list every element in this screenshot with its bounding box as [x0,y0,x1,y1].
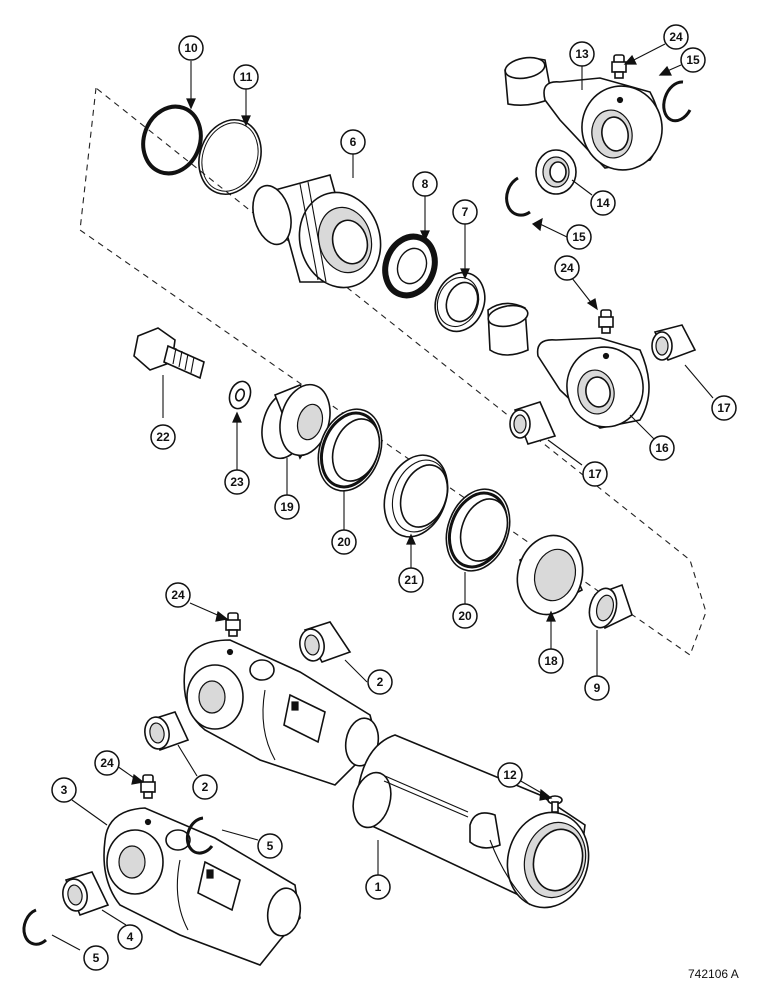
part-24-grease-fitting-top [611,54,627,79]
callout-label: 13 [575,47,589,61]
callout-19: 19 [274,494,300,520]
callout-label: 11 [240,70,253,84]
callout-label: 5 [267,839,274,853]
callout-13: 13 [569,41,595,67]
callout-label: 10 [184,41,198,55]
callout-label: 1 [375,880,382,894]
part-22-bolt [133,327,205,380]
callout-label: 14 [596,196,610,210]
callout-label: 17 [717,401,731,415]
callout-label: 2 [202,780,209,794]
callout-label: 24 [669,30,683,44]
part-20-piston-seal-lower [445,488,511,572]
part-5-retaining-ring-lower [22,908,48,946]
part-16-piston-rod [487,302,650,429]
callout-4: 4 [117,924,143,950]
part-24-grease-fitting-rod-end [140,774,156,799]
callout-2-lower: 2 [192,774,218,800]
part-18-piston [516,534,584,616]
callout-24-barrel: 24 [165,582,191,608]
part-21-wear-ring [383,454,449,538]
callout-7: 7 [452,199,478,225]
callout-20-lower: 20 [452,603,478,629]
part-15-retaining-ring-lower [505,176,531,217]
figure-number: 742106 A [688,967,739,981]
callout-22: 22 [150,424,176,450]
callout-label: 6 [350,135,357,149]
part-1-barrel-tube [352,734,590,909]
callout-label: 7 [462,205,469,219]
callout-label: 18 [544,654,558,668]
part-5-retaining-ring-upper [185,816,214,855]
callout-14: 14 [590,190,616,216]
callout-label: 8 [422,177,429,191]
part-24-grease-fitting-mid [598,309,614,334]
part-14-bushing [535,149,577,195]
leader-lines [51,43,714,951]
callout-label: 5 [93,951,100,965]
callout-label: 17 [588,467,602,481]
callout-label: 16 [655,441,669,455]
part-23-washer [228,380,252,410]
callout-label: 15 [572,230,586,244]
part-11-o-ring [198,119,262,195]
part-2-bushing-upper [299,621,352,663]
part-3-rod-clevis [103,807,302,966]
part-8-wiper-seal [382,233,438,299]
callout-12: 12 [497,762,523,788]
callout-6: 6 [340,129,366,155]
callout-label: 3 [61,783,68,797]
callout-label: 2 [377,675,384,689]
callout-18: 18 [538,648,564,674]
callout-24-top: 24 [663,24,689,50]
part-19-piston [261,383,331,460]
callout-15-mid: 15 [566,224,592,250]
callout-label: 22 [156,430,170,444]
part-9-spacer [588,583,633,630]
callout-10: 10 [178,35,204,61]
callout-label: 20 [337,535,351,549]
callout-label: 23 [230,475,244,489]
callout-label: 19 [280,500,294,514]
callout-15-top: 15 [680,47,706,73]
part-15-retaining-ring-upper [662,80,692,123]
callout-24-rod-end: 24 [94,750,120,776]
part-17-bushing-left [509,401,557,445]
callout-11: 11 [233,64,259,90]
callout-8: 8 [412,171,438,197]
callout-label: 21 [404,573,418,587]
barrel-clevis [183,639,380,786]
callout-1: 1 [365,874,391,900]
callout-5-upper: 5 [257,833,283,859]
part-17-bushing-right [651,324,697,362]
callout-5-lower: 5 [83,945,109,971]
callout-21: 21 [398,567,424,593]
callout-label: 20 [458,609,472,623]
part-20-piston-seal-upper [317,408,383,492]
part-2-bushing-lower [144,711,190,752]
part-6-cylinder-head [252,174,382,289]
callout-2-upper: 2 [367,669,393,695]
callout-9: 9 [584,675,610,701]
part-7-rod-seal [434,271,486,333]
part-13-rod-end [504,56,663,171]
callout-3: 3 [51,777,77,803]
callout-20-upper: 20 [331,529,357,555]
callout-label: 24 [100,756,114,770]
callout-label: 12 [503,768,517,782]
callout-24-mid: 24 [554,255,580,281]
callout-label: 24 [560,261,574,275]
callout-label: 15 [686,53,700,67]
callout-label: 4 [127,930,134,944]
callout-label: 24 [171,588,185,602]
part-24-grease-fitting-barrel [225,612,241,637]
part-10-snap-ring [141,104,203,176]
callout-17-right: 17 [711,395,737,421]
callout-16: 16 [649,435,675,461]
callout-17-left: 17 [582,461,608,487]
part-4-bushing [62,871,110,917]
callout-label: 9 [594,681,601,695]
callout-23: 23 [224,469,250,495]
